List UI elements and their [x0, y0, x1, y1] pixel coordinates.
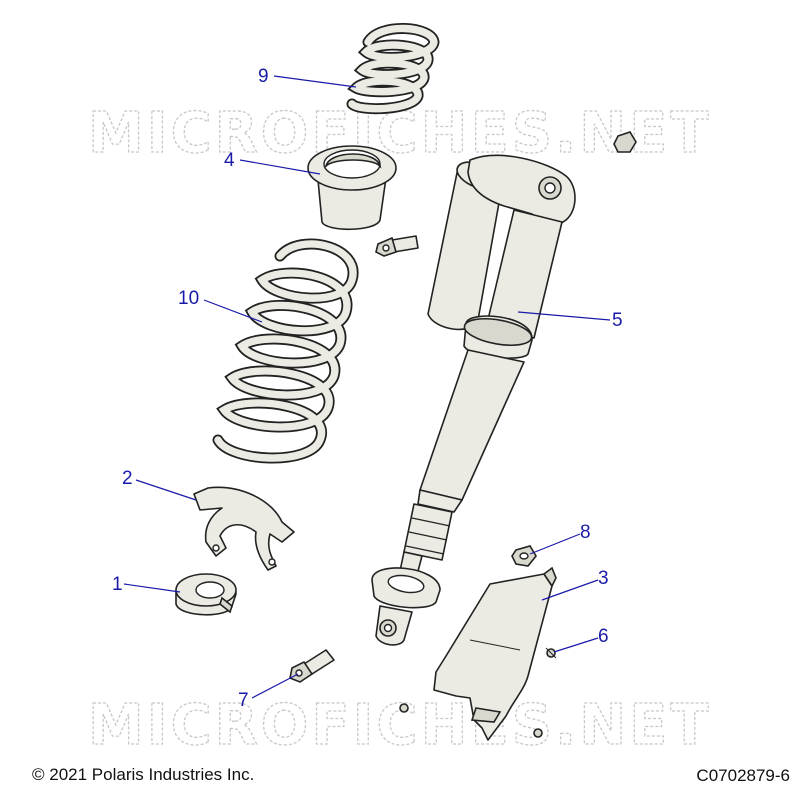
watermark-bottom: MICROFICHES.NET — [88, 693, 712, 758]
drawing-number: C0702879-6 — [696, 766, 790, 785]
part-9-upper-spring — [346, 23, 440, 115]
top-nut — [613, 131, 637, 153]
callout-2: 2 — [122, 468, 133, 489]
leader-8 — [529, 533, 581, 555]
callout-4: 4 — [224, 150, 235, 171]
leader-4 — [239, 159, 321, 175]
callout-1: 1 — [112, 574, 123, 595]
part-5-shock-absorber — [371, 154, 576, 646]
callout-3: 3 — [598, 568, 609, 589]
leader-7 — [251, 673, 299, 699]
leader-5 — [517, 311, 611, 321]
copyright-notice: © 2021 Polaris Industries Inc. — [32, 765, 255, 784]
callout-8: 8 — [580, 522, 591, 543]
part-1-spring-retainer — [175, 573, 237, 616]
callout-9: 9 — [258, 66, 269, 87]
callout-6: 6 — [598, 626, 609, 647]
part-4-spring-spacer — [307, 145, 397, 231]
callout-10: 10 — [178, 288, 199, 309]
screw-lower-right — [533, 728, 543, 738]
leader-2 — [135, 479, 197, 501]
part-2-spring-clip — [193, 486, 295, 571]
callout-7: 7 — [238, 690, 249, 711]
leader-lines — [123, 75, 611, 699]
screw-lower-left — [399, 703, 409, 713]
leader-10 — [203, 299, 263, 323]
leader-3 — [541, 579, 599, 601]
part-3-shock-guard — [433, 566, 557, 741]
upper-bolt — [375, 235, 419, 257]
leader-6 — [553, 637, 599, 653]
leader-9 — [273, 75, 357, 88]
part-6-screw — [545, 647, 557, 659]
part-8-nut — [511, 545, 537, 567]
part-7-bolt — [289, 649, 335, 683]
leader-1 — [123, 583, 181, 593]
part-10-main-spring — [212, 238, 359, 464]
callout-5: 5 — [612, 310, 623, 331]
